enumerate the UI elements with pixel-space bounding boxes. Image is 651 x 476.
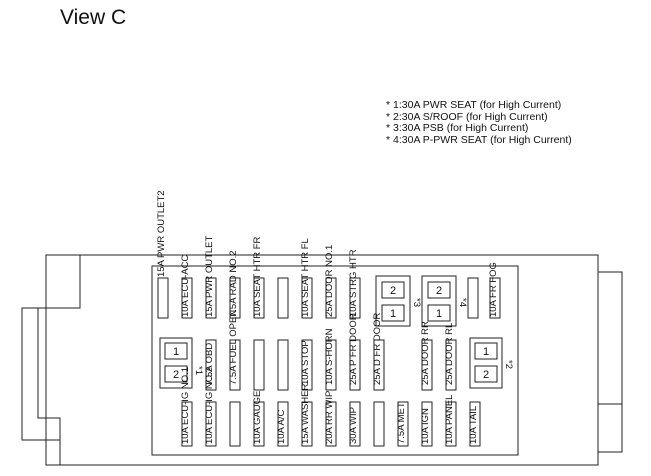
fuse-label: 15A PWR OUTLET2 [156, 190, 167, 277]
fuse-label: 10A S-HORN [324, 328, 335, 385]
fuse-slot [181, 277, 193, 319]
fuse-slot [205, 401, 217, 447]
fuse-label: 30A WIP [348, 407, 359, 444]
fuse-label: 10A STRG HTR [348, 249, 359, 317]
relay-r2-top: 1 [483, 346, 489, 358]
housing-right-bracket [598, 271, 623, 405]
fuse-label: 25A DOOR RR [420, 321, 431, 385]
relay-r1-label: *1 [193, 366, 204, 375]
fuse-slot [229, 339, 241, 391]
fuse-slot [277, 401, 289, 447]
fuse-slot [349, 339, 361, 391]
fuse-label: 25A D FR DOOR [372, 313, 383, 385]
fuse-slot [421, 401, 433, 447]
relay-r4: 2 1 *4 [421, 275, 468, 327]
housing-outline [45, 254, 599, 466]
relay-r1-top: 1 [173, 346, 179, 358]
housing-left-step [22, 307, 61, 440]
fuse-label: 10A SEAT HTR FL [300, 238, 311, 317]
housing-right-step [598, 403, 623, 453]
note-line-4: * 4:30A P-PWR SEAT (for High Current) [386, 133, 572, 146]
relay-r1-bottom: 2 [173, 369, 179, 381]
fuse-label: 10A PANEL [444, 395, 455, 444]
fuse-label: 10A TAIL [468, 406, 479, 444]
relay-r4-top: 2 [436, 285, 442, 297]
relay-r4-label: *4 [457, 298, 468, 307]
fuse-label: 25A DOOR NO.1 [324, 245, 335, 317]
fuse-label: 25A DOOR RL [444, 323, 455, 385]
view-title: View C [60, 6, 127, 29]
fuse-label: 7.5A FUEL OPEN [228, 310, 239, 385]
relay-r3-top: 2 [390, 285, 396, 297]
relay-r1: 1 2 *1 [159, 337, 204, 389]
fuse-label: 10A A/C [276, 410, 287, 444]
fuse-slot [157, 277, 169, 319]
relay-r2-bottom: 2 [483, 369, 489, 381]
note-line-2: * 2:30A S/ROOF (for High Current) [386, 110, 548, 123]
fuse-block-frame [151, 265, 519, 456]
fuse-slot [277, 339, 289, 391]
note-line-3: * 3:30A PSB (for High Current) [386, 122, 529, 134]
fuse-label: 10A IGN [420, 408, 431, 444]
fuse-slot [325, 339, 337, 391]
fuse-slot [469, 401, 481, 447]
fuse-label: 10A ECU-IG NO.1 [180, 367, 191, 444]
fuse-label: 7.5A OBD [204, 343, 215, 385]
fuse-slot [253, 401, 265, 447]
fuse-label: 10A GAUGE [252, 391, 263, 444]
relay-notes: * 1:30A PWR SEAT (for High Current) * 2:… [386, 99, 572, 146]
fuse-label: 7.5A MET [396, 402, 407, 444]
relay-r3-label: *3 [411, 298, 422, 307]
fuse-label: 7.5A RAD NO.2 [228, 250, 239, 317]
fuse-slot [253, 277, 265, 319]
fuse-slot [205, 277, 217, 319]
fuse-label: 20A RR WIP [324, 391, 335, 444]
relay-r2: 1 2 *2 [469, 337, 514, 389]
housing-left-bracket [21, 254, 81, 465]
fuse-slot [373, 339, 385, 391]
fuse-label: 25A P FR DOOR [348, 313, 359, 385]
fuse-slot [445, 339, 457, 391]
fuse-slot [325, 277, 337, 319]
fuse-slots: 15A PWR OUTLET2 10A ECU-ACC 15A PWR OUTL… [156, 190, 501, 447]
fuse-label: 10A ECU-IG NO.2 [204, 367, 215, 444]
fuse-slot [467, 277, 479, 319]
note-line-1: * 1:30A PWR SEAT (for High Current) [386, 99, 562, 111]
fuse-label: 10A FR FOG [488, 262, 499, 317]
fuse-label: 15A PWR OUTLET [204, 236, 215, 317]
fuse-slot [253, 339, 265, 391]
fuse-label: 10A STOP [300, 340, 311, 385]
fuse-label: 15A WASHER [300, 383, 311, 444]
fuse-slot [489, 277, 501, 319]
fuse-label: 10A ECU-ACC [180, 255, 191, 317]
relay-r4-bottom: 1 [436, 308, 442, 320]
fuse-slot [325, 401, 337, 447]
fuse-slot [277, 277, 289, 319]
fuse-slot [301, 401, 313, 447]
fuse-label: 10A SEAT HTR FR [252, 236, 263, 317]
fuse-slot [445, 401, 457, 447]
fuse-slot [349, 401, 361, 447]
fuse-slot [421, 339, 433, 391]
fuse-slot [229, 277, 241, 319]
fuse-slot [301, 277, 313, 319]
fuse-slot [229, 401, 241, 447]
fuse-slot [205, 339, 217, 391]
relay-r2-label: *2 [503, 360, 514, 369]
fuse-slot [181, 401, 193, 447]
relay-r3-bottom: 1 [390, 308, 396, 320]
relay-r3: 2 1 *3 [375, 275, 422, 327]
fuse-slot [301, 339, 313, 391]
fuse-slot [349, 277, 361, 319]
fuse-slot [373, 401, 385, 447]
fuse-slot [397, 401, 409, 447]
